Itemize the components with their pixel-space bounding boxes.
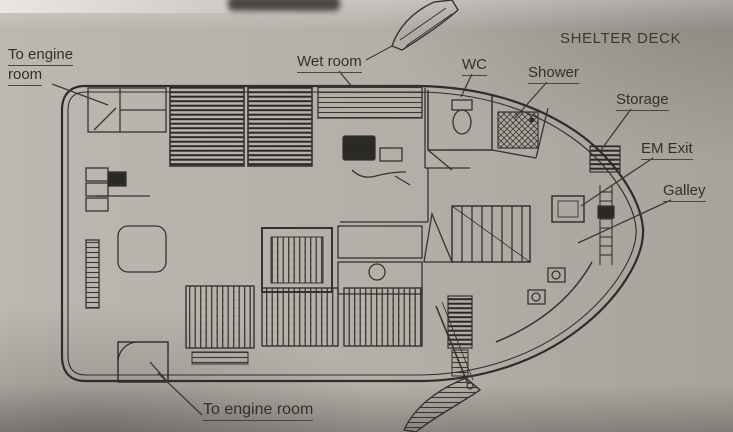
label-to-engine-room-top: To engine room xyxy=(8,46,74,86)
label-to-engine-room-bottom: To engine room xyxy=(203,400,314,422)
label-text: To engine xyxy=(8,46,74,66)
label-wet-room: Wet room xyxy=(297,53,362,73)
seat-blocks xyxy=(185,285,423,365)
saloon-furniture xyxy=(261,168,429,295)
label-text: room xyxy=(8,66,43,86)
galley-area xyxy=(495,261,593,343)
leader-lines xyxy=(51,70,672,416)
bow-details xyxy=(597,185,615,265)
shower-area xyxy=(425,107,549,169)
label-shower: Shower xyxy=(528,64,579,84)
label-text: Shower xyxy=(528,64,579,84)
wc-area xyxy=(427,90,493,171)
label-text: WC xyxy=(462,56,487,76)
label-storage: Storage xyxy=(616,91,669,111)
deck-title: SHELTER DECK xyxy=(560,30,682,47)
photo-artifact xyxy=(228,0,340,11)
davit-and-rescue-boat xyxy=(402,295,482,432)
label-text: To engine room xyxy=(203,400,314,422)
dinghy-top xyxy=(365,0,459,61)
wet-room-area xyxy=(169,85,426,186)
engine-room-access-bottom xyxy=(117,341,169,383)
storage-box xyxy=(589,145,621,173)
stern-rooms xyxy=(85,87,167,309)
label-text: Galley xyxy=(663,182,706,202)
stairs xyxy=(423,205,531,263)
em-exit-box xyxy=(551,195,585,223)
label-wc: WC xyxy=(462,56,487,76)
label-text: EM Exit xyxy=(641,140,693,160)
paper-edge-highlight xyxy=(0,0,300,13)
label-text: Wet room xyxy=(297,53,362,73)
label-em-exit: EM Exit xyxy=(641,140,693,160)
label-galley: Galley xyxy=(663,182,706,202)
hull-outline xyxy=(60,84,645,383)
label-text: Storage xyxy=(616,91,669,111)
